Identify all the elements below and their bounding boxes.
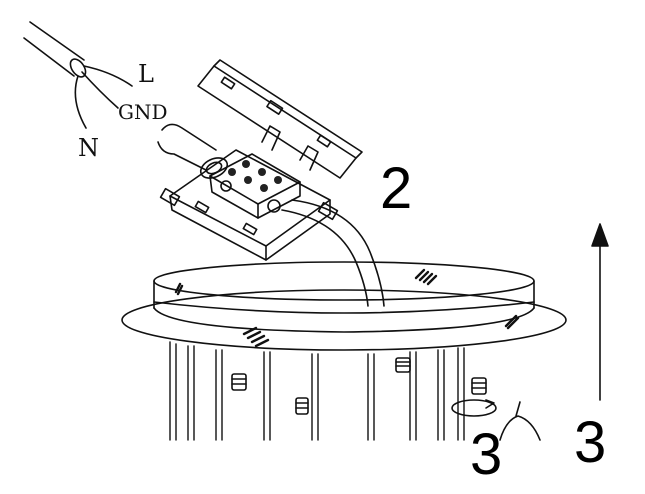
ground-label: GND — [118, 100, 168, 124]
cable-grips — [231, 357, 487, 415]
neutral-label: N — [78, 134, 99, 162]
neutral-wire — [74, 75, 87, 129]
step-2-label: 2 — [380, 156, 413, 221]
mains-cable — [23, 21, 87, 78]
ground-wire — [81, 71, 119, 109]
cable-sleeve — [157, 123, 229, 179]
rotate-arrow — [451, 399, 497, 417]
live-label: L — [138, 60, 154, 88]
step-3-rotate-label: 3 — [470, 422, 503, 487]
step-3-lift-label: 3 — [574, 410, 607, 475]
junction-box-lid — [197, 59, 363, 179]
lift-arrow — [591, 223, 609, 401]
hand-tool — [499, 401, 541, 441]
live-wire — [83, 65, 133, 87]
lid-hinges — [261, 125, 319, 171]
ceiling-canopy — [121, 261, 567, 351]
suspension-rods — [169, 341, 465, 441]
terminal-block — [209, 153, 301, 219]
